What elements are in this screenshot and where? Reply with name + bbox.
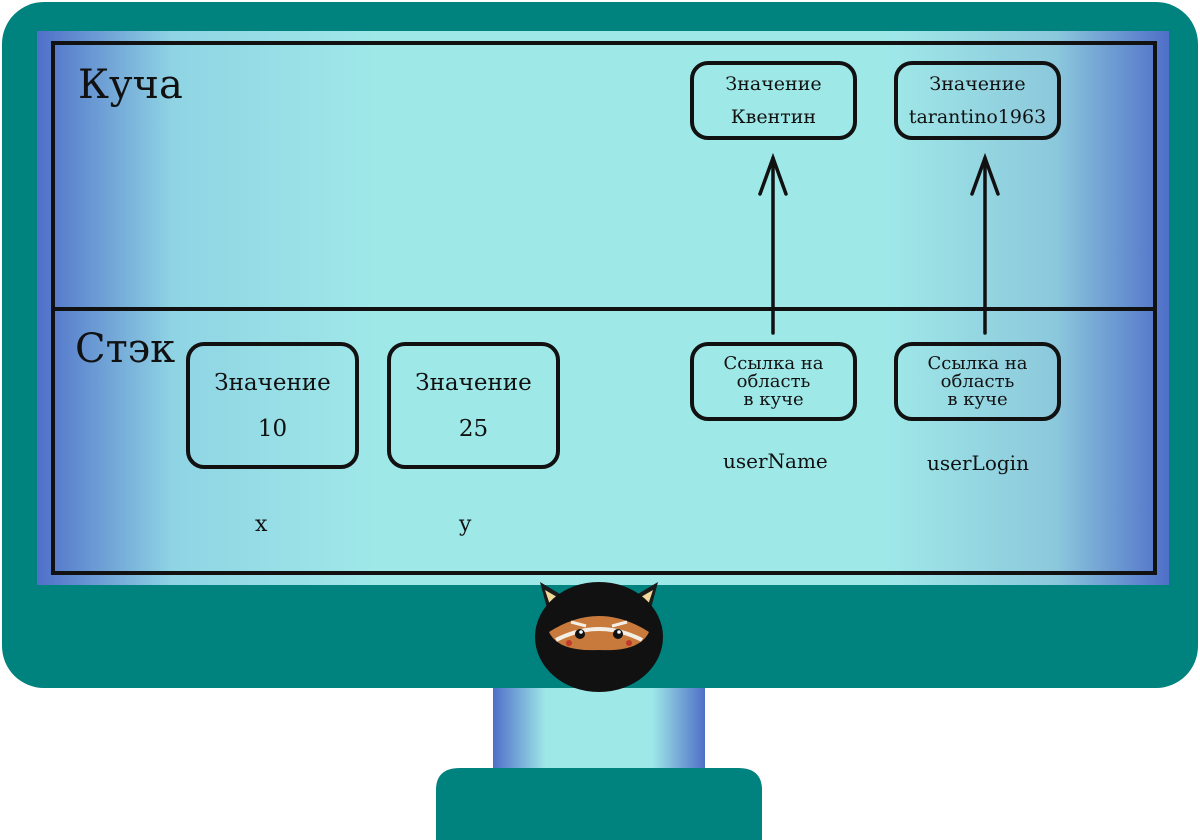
var-name-y: y [459, 512, 472, 537]
stack-title: Стэк [75, 326, 176, 372]
ref-box-line: в куче [947, 388, 1008, 410]
heap-box-label: Значение [725, 72, 822, 95]
stack-value-box-x: Значение 10 [186, 342, 359, 469]
stack-value-box-y: Значение 25 [387, 342, 560, 469]
stack-box-label: Значение [214, 369, 331, 396]
monitor-base [436, 768, 762, 840]
ninja-cat-icon [535, 582, 663, 692]
ref-box-line: Ссылка на [927, 352, 1028, 374]
ref-box-line: в куче [743, 388, 804, 410]
stack-ref-box-username: Ссылка на область в куче [690, 342, 857, 421]
ref-box-line: область [736, 370, 811, 392]
stack-box-value: 25 [458, 415, 489, 442]
monitor-neck [493, 688, 705, 770]
heap-box-value: tarantino1963 [908, 105, 1047, 128]
stack-ref-box-userlogin: Ссылка на область в куче [894, 342, 1061, 421]
heap-value-box-tarantino: Значение tarantino1963 [894, 61, 1061, 140]
var-name-x: x [255, 512, 268, 537]
heap-value-box-quentin: Значение Квентин [690, 61, 857, 140]
heap-title: Куча [78, 62, 183, 108]
var-name-username: userName [723, 449, 828, 473]
arrow-userlogin [970, 152, 1000, 335]
arrow-username [758, 152, 788, 335]
heap-box-label: Значение [929, 72, 1026, 95]
ref-box-line: область [940, 370, 1015, 392]
var-name-userlogin: userLogin [927, 451, 1029, 475]
ref-box-line: Ссылка на [723, 352, 824, 374]
stack-region [51, 307, 1157, 575]
stack-box-value: 10 [257, 415, 288, 442]
stack-box-label: Значение [415, 369, 532, 396]
heap-box-value: Квентин [730, 105, 817, 128]
